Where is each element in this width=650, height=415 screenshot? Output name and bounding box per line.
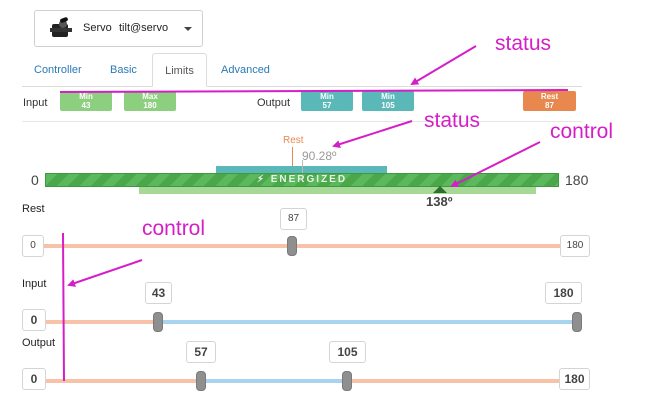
output-slider-track-low[interactable] — [46, 379, 201, 383]
tab-advanced[interactable]: Advanced — [221, 64, 270, 76]
output-low-box: 57 — [186, 341, 216, 363]
rest-marker-line — [292, 147, 293, 166]
servo-icon — [50, 17, 72, 37]
tab-basic[interactable]: Basic — [110, 64, 137, 76]
output-slider-track-range[interactable] — [201, 379, 347, 383]
badge-label: Max — [142, 92, 158, 101]
device-type: Servo — [83, 22, 112, 34]
output-range-band — [216, 166, 387, 173]
status-divider — [22, 121, 582, 122]
energized-bar: ⚡︎ ENERGIZED — [45, 173, 559, 187]
rest-max-box: 180 — [560, 235, 590, 257]
badge-value: 57 — [322, 101, 332, 110]
rest-badge: Rest 87 — [523, 91, 576, 111]
input-slider-track-range[interactable] — [158, 320, 577, 324]
badge-label: Min — [79, 92, 93, 101]
annotation-underline — [59, 89, 569, 93]
output-high-handle[interactable] — [342, 371, 352, 391]
input-slider-track-low[interactable] — [46, 320, 158, 324]
output-min-badge: Min 57 — [301, 91, 353, 111]
output-status-label: Output — [257, 97, 291, 109]
output-low-handle[interactable] — [196, 371, 206, 391]
position-value: 138º — [426, 194, 453, 209]
annotation-status: status — [424, 109, 481, 132]
annotation-status: status — [495, 32, 552, 55]
current-reading-line — [302, 160, 303, 173]
input-high-handle[interactable] — [572, 312, 582, 332]
rest-slider-track[interactable] — [44, 244, 560, 248]
tab-divider — [22, 86, 582, 87]
output-high-box: 105 — [329, 341, 366, 363]
badge-value: 105 — [381, 101, 395, 110]
input-status-label: Input — [23, 97, 48, 109]
annotation-bracket — [62, 232, 65, 382]
input-max-badge: Max 180 — [124, 91, 176, 111]
annotation-arrow — [67, 259, 143, 287]
rest-min-box: 0 — [22, 235, 44, 257]
energized-label: ⚡︎ ENERGIZED — [46, 174, 558, 186]
annotation-arrow — [332, 120, 413, 148]
annotation-control: control — [142, 217, 206, 240]
output-max-badge: Min 105 — [362, 91, 414, 111]
badge-value: 87 — [545, 101, 554, 110]
device-id: tilt@servo — [119, 22, 169, 34]
input-min-box: 0 — [22, 309, 46, 331]
input-high-box: 180 — [545, 282, 582, 304]
bar-max-label: 180 — [565, 172, 589, 188]
badge-label: Min — [320, 92, 334, 101]
output-slider-label: Output — [22, 337, 56, 349]
chevron-down-icon — [184, 27, 192, 31]
tab-limits[interactable]: Limits — [152, 53, 207, 87]
annotation-arrow — [450, 141, 541, 187]
device-selector[interactable]: Servo tilt@servo — [34, 10, 203, 47]
rest-slider-handle[interactable] — [287, 236, 297, 256]
badge-value: 43 — [81, 101, 91, 110]
annotation-control: control — [550, 120, 614, 143]
output-slider-track-high[interactable] — [347, 379, 559, 383]
rest-value-box: 87 — [280, 208, 307, 230]
current-reading: 90.28º — [302, 149, 337, 163]
input-range-band — [139, 187, 536, 194]
badge-label: Min — [381, 92, 395, 101]
rest-marker-label: Rest — [283, 135, 304, 146]
input-low-handle[interactable] — [153, 312, 163, 332]
state-text: ENERGIZED — [270, 174, 348, 185]
rest-slider-label: Rest — [22, 203, 45, 215]
input-min-badge: Min 43 — [60, 91, 112, 111]
output-min-box: 0 — [22, 368, 46, 390]
badge-label: Rest — [540, 92, 559, 101]
position-marker-icon — [433, 186, 447, 193]
bolt-icon: ⚡︎ — [256, 174, 266, 185]
output-max-box: 180 — [559, 368, 590, 390]
input-slider-label: Input — [22, 278, 47, 290]
annotation-arrow — [410, 45, 477, 86]
bar-min-label: 0 — [31, 172, 39, 188]
input-low-box: 43 — [145, 282, 172, 304]
tab-controller[interactable]: Controller — [34, 64, 82, 76]
badge-value: 180 — [143, 101, 157, 110]
